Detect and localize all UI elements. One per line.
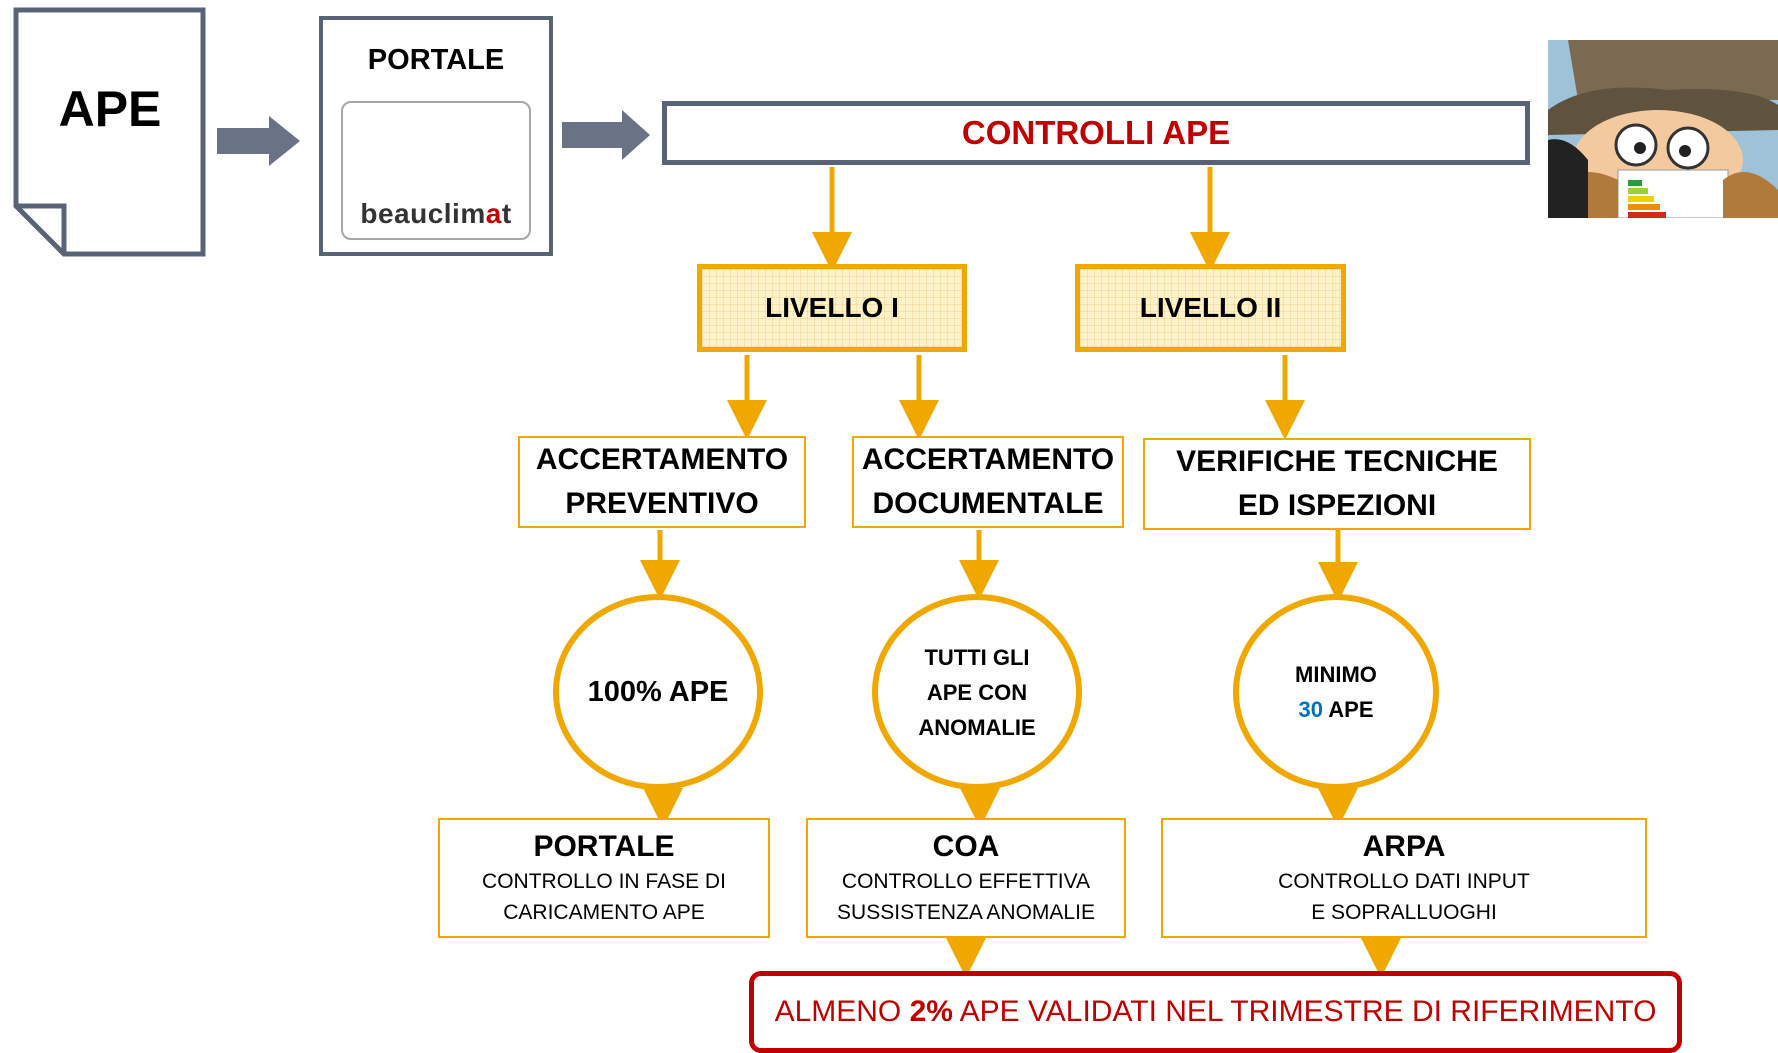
output-line: CONTROLLO IN FASE DI (482, 870, 726, 893)
circle-text: 30 APE (1298, 697, 1374, 722)
output-line: CONTROLLO EFFETTIVA (841, 870, 1091, 893)
arrow-portal-to-controlli (562, 110, 650, 160)
accertamento-preventivo-box: ACCERTAMENTO PREVENTIVO (518, 436, 806, 528)
livello-1-box: LIVELLO I (697, 264, 967, 352)
verifiche-tecniche-box: VERIFICHE TECNICHE ED ISPEZIONI (1143, 438, 1531, 530)
beauclimat-logo-card (341, 101, 531, 240)
circle-text: ANOMALIE (918, 714, 1036, 740)
activity-line: ED ISPEZIONI (1237, 489, 1437, 522)
circle-100-ape: 100% APE (553, 594, 763, 790)
accertamento-documentale-box: ACCERTAMENTO DOCUMENTALE (852, 436, 1124, 528)
output-coa-box: COA CONTROLLO EFFETTIVA SUSSISTENZA ANOM… (806, 818, 1126, 938)
circle-text: 100% APE (587, 675, 729, 708)
circle-tutti-anomalie: TUTTI GLI APE CON ANOMALIE (872, 594, 1082, 790)
result-box: ALMENO 2% APE VALIDATI NEL TRIMESTRE DI … (749, 971, 1682, 1053)
result-text: ALMENO 2% APE VALIDATI NEL TRIMESTRE DI … (774, 995, 1657, 1028)
controlli-ape-label: CONTROLLI APE (961, 114, 1231, 151)
beauclimat-logo-text: beauclimat (360, 198, 512, 229)
activity-line: ACCERTAMENTO (535, 443, 789, 476)
output-title: PORTALE (533, 830, 675, 863)
activity-line: PREVENTIVO (565, 487, 759, 520)
controlli-ape-box: CONTROLLI APE (662, 101, 1530, 165)
ape-document-label: APE (58, 81, 162, 137)
livello-2-box: LIVELLO II (1075, 264, 1346, 352)
output-line: CARICAMENTO APE (503, 901, 705, 924)
activity-line: DOCUMENTALE (872, 487, 1104, 520)
activity-line: ACCERTAMENTO (861, 443, 1115, 476)
livello-2-label: LIVELLO II (1139, 292, 1282, 323)
circle-text: MINIMO (1295, 662, 1377, 687)
circle-text: TUTTI GLI (924, 644, 1030, 670)
livello-1-label: LIVELLO I (765, 292, 899, 323)
arrow-ape-to-portal (217, 116, 300, 166)
activity-line: VERIFICHE TECNICHE (1176, 445, 1498, 478)
output-line: E SOPRALLUOGHI (1311, 901, 1497, 924)
document-fold (16, 203, 67, 254)
circle-text: APE CON (926, 679, 1028, 705)
output-title: ARPA (1362, 830, 1446, 863)
circle-minimo-30: MINIMO 30 APE (1233, 594, 1439, 790)
portal-title: PORTALE (367, 44, 505, 76)
circle-number: 30 (1298, 697, 1323, 722)
output-title: COA (932, 830, 1000, 863)
output-line: SUSSISTENZA ANOMALIE (837, 901, 1095, 924)
output-arpa-box: ARPA CONTROLLO DATI INPUT E SOPRALLUOGHI (1161, 818, 1647, 938)
output-line: CONTROLLO DATI INPUT (1278, 870, 1530, 893)
inspector-illustration (1548, 40, 1778, 218)
output-portale-box: PORTALE CONTROLLO IN FASE DI CARICAMENTO… (438, 818, 770, 938)
ape-document-shape (13, 7, 206, 257)
